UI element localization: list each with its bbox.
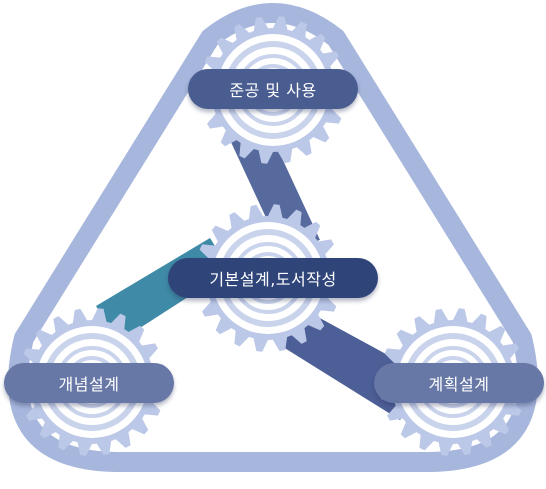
outer-belt — [8, 3, 538, 472]
stage-left-label: 개념설계 — [4, 363, 174, 403]
stage-top-label: 준공 및 사용 — [188, 69, 358, 109]
stage-center-label: 기본설계,도서작성 — [168, 258, 378, 298]
stage-right-label: 계획설계 — [374, 363, 544, 403]
